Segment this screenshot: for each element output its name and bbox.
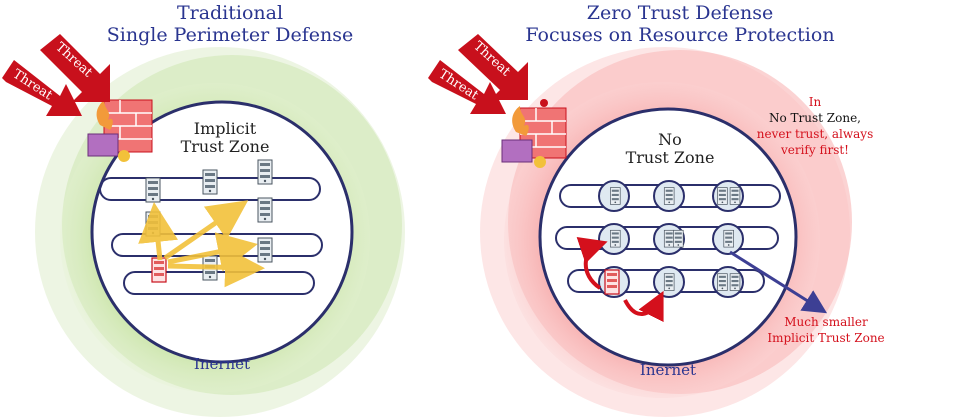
- right-zone-label-line2: Trust Zone: [626, 148, 715, 167]
- right-note-verify: verify first!: [780, 143, 849, 157]
- left-title-line2: Single Perimeter Defense: [106, 24, 354, 46]
- left-title-line1: Traditional: [176, 2, 284, 24]
- left-compromised-server: [151, 257, 167, 283]
- right-title-line1: Zero Trust Defense: [586, 2, 774, 24]
- left-zone-label-line1: Implicit: [194, 119, 257, 138]
- right-blocked-movement-arrows: [576, 237, 664, 323]
- right-note-never: never trust, always: [757, 127, 874, 141]
- left-lateral-movement-arrows: [138, 200, 265, 288]
- right-callout-arrow: [729, 250, 828, 314]
- right-note-zone: No Trust Zone,: [769, 111, 861, 125]
- right-smaller-line2: Implicit Trust Zone: [767, 331, 884, 345]
- right-title-line2: Focuses on Resource Protection: [525, 24, 835, 46]
- right-title: Zero Trust Defense Focuses on Resource P…: [520, 2, 840, 46]
- right-zone-label-line1: No: [658, 130, 682, 149]
- left-firewall-icon: [87, 99, 153, 162]
- right-compromised-server: [604, 269, 620, 295]
- left-internet-label: Inernet: [194, 355, 250, 373]
- right-internet-label: Inernet: [640, 361, 696, 379]
- left-zone-label-line2: Trust Zone: [181, 137, 270, 156]
- right-note-in: In: [809, 95, 822, 109]
- right-firewall-icon: [501, 99, 567, 168]
- left-title: Traditional Single Perimeter Defense: [70, 2, 390, 46]
- right-smaller-line1: Much smaller: [784, 315, 868, 329]
